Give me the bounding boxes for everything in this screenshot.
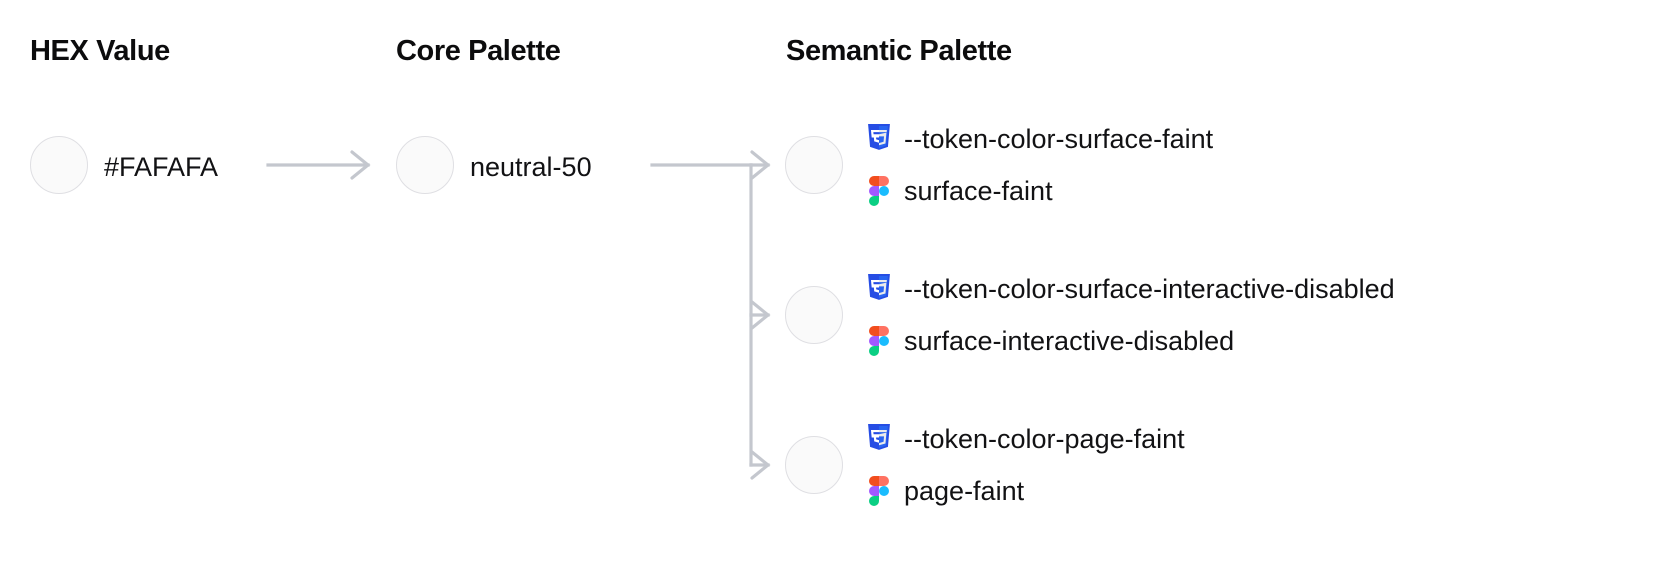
- figma-token-label: page-faint: [904, 475, 1025, 506]
- figma-icon: [869, 176, 889, 206]
- column-header-semantic-palette: Semantic Palette: [786, 35, 1012, 67]
- css-token-label: --token-color-surface-faint: [904, 123, 1214, 154]
- css3-icon: [868, 274, 890, 300]
- semantic-token-row: --token-color-surface-interactive-disabl…: [866, 263, 1656, 367]
- css-token-line: --token-color-page-faint: [866, 413, 1656, 465]
- swatch-semantic-1: [785, 286, 843, 344]
- swatch-hex-value: [30, 136, 88, 194]
- css3-icon: [868, 424, 890, 450]
- figma-icon: [869, 476, 889, 506]
- css3-icon: [868, 124, 890, 150]
- css-token-label: --token-color-page-faint: [904, 423, 1185, 454]
- css-token-line: --token-color-surface-faint: [866, 113, 1656, 165]
- core-palette-label: neutral-50: [470, 152, 592, 182]
- figma-token-line: surface-interactive-disabled: [866, 315, 1656, 367]
- figma-token-label: surface-faint: [904, 175, 1053, 206]
- swatch-semantic-2: [785, 436, 843, 494]
- css-token-line: --token-color-surface-interactive-disabl…: [866, 263, 1656, 315]
- figma-token-line: page-faint: [866, 465, 1656, 517]
- semantic-token-row: --token-color-page-faint page-faint: [866, 413, 1656, 517]
- semantic-token-row: --token-color-surface-faint surface-fain…: [866, 113, 1656, 217]
- hex-value-label: #FAFAFA: [104, 152, 219, 182]
- css-token-label: --token-color-surface-interactive-disabl…: [904, 273, 1395, 304]
- figma-token-label: surface-interactive-disabled: [904, 325, 1235, 356]
- column-header-core-palette: Core Palette: [396, 35, 561, 67]
- column-header-hex-value: HEX Value: [30, 35, 170, 67]
- figma-icon: [869, 326, 889, 356]
- figma-token-line: surface-faint: [866, 165, 1656, 217]
- swatch-semantic-0: [785, 136, 843, 194]
- swatch-core-palette: [396, 136, 454, 194]
